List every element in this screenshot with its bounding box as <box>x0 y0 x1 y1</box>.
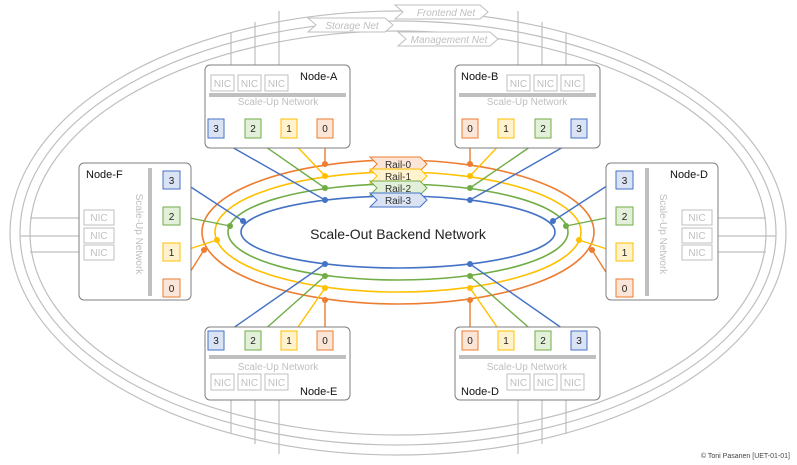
nic-label: NIC <box>564 79 581 90</box>
node-a: Node-A NIC NIC NIC Scale-Up Network 3 2 … <box>204 64 351 149</box>
scale-up-bar <box>148 168 152 296</box>
port-label: 1 <box>503 336 509 347</box>
port-label: 2 <box>250 124 256 135</box>
nic-label: NIC <box>510 79 527 90</box>
scale-up-bar <box>459 355 596 359</box>
center-label: Scale-Out Backend Network <box>310 226 487 242</box>
svg-text:Rail-3: Rail-3 <box>385 196 412 207</box>
nic-label: NIC <box>90 248 107 259</box>
node-a-ports: 3 2 1 0 <box>207 118 334 139</box>
nic-label: NIC <box>90 231 107 242</box>
scale-up-label: Scale-Up Network <box>487 97 569 108</box>
node-b: Node-B NIC NIC NIC Scale-Up Network 0 1 … <box>454 64 601 149</box>
port-label: 2 <box>622 212 628 223</box>
port-label: 0 <box>322 124 328 135</box>
port-label: 2 <box>250 336 256 347</box>
node-a-title: Node-A <box>300 71 338 83</box>
node-d-right-title: Node-D <box>670 169 708 181</box>
mgmt-label-frontend: Frontend Net <box>393 4 489 20</box>
node-d-right-nics: NIC NIC NIC <box>681 209 713 261</box>
copyright-text: © Toni Pasanen [UET-01-01] <box>701 452 790 460</box>
port-label: 2 <box>540 336 546 347</box>
storage-ring <box>19 20 777 446</box>
nic-label: NIC <box>537 79 554 90</box>
scale-up-label: Scale-Up Network <box>238 97 320 108</box>
nic-label: NIC <box>90 213 107 224</box>
port-label: 1 <box>286 336 292 347</box>
nic-label: NIC <box>564 378 581 389</box>
storage-net-label: Storage Net <box>325 21 380 32</box>
node-a-nics: NIC NIC NIC <box>210 74 289 92</box>
nic-label: NIC <box>214 79 231 90</box>
svg-text:Rail-0: Rail-0 <box>385 160 412 171</box>
nic-label: NIC <box>214 378 231 389</box>
node-f-title: Node-F <box>86 169 123 181</box>
scale-up-bar <box>459 93 596 97</box>
node-d-bottom: 0 1 2 3 Scale-Up Network NIC NIC NIC Nod… <box>454 326 601 401</box>
port-label: 1 <box>169 248 175 259</box>
node-e-ports: 3 2 1 0 <box>207 330 334 351</box>
node-d-right-ports: 3 2 1 0 <box>615 170 634 298</box>
node-f: Node-F NIC NIC NIC Scale-Up Network 3 2 … <box>78 162 192 301</box>
port-label: 3 <box>622 176 628 187</box>
port-label: 0 <box>622 284 628 295</box>
port-label: 0 <box>322 336 328 347</box>
node-e-title: Node-E <box>300 386 337 398</box>
rail-label-3: Rail-3 <box>368 192 428 208</box>
node-d-bottom-title: Node-D <box>461 386 499 398</box>
node-e: 3 2 1 0 Scale-Up Network NIC NIC NIC Nod… <box>204 326 351 401</box>
scale-up-bar <box>645 168 649 296</box>
port-label: 3 <box>576 124 582 135</box>
port-label: 3 <box>213 336 219 347</box>
port-label: 0 <box>169 284 175 295</box>
rail-labels: Rail-0 Rail-1 Rail-2 Rail-3 <box>368 156 428 208</box>
management-net-label: Management Net <box>411 35 489 46</box>
junction-dots <box>201 161 595 303</box>
port-label: 1 <box>286 124 292 135</box>
scale-up-bar <box>209 93 346 97</box>
nic-label: NIC <box>241 79 258 90</box>
nic-label: NIC <box>510 378 527 389</box>
nic-label: NIC <box>688 231 705 242</box>
nic-label: NIC <box>268 79 285 90</box>
nic-label: NIC <box>241 378 258 389</box>
mgmt-label-management: Management Net <box>396 31 499 47</box>
frontend-ring <box>9 10 787 456</box>
port-label: 3 <box>576 336 582 347</box>
node-e-nics: NIC NIC NIC <box>210 373 289 391</box>
node-f-ports: 3 2 1 0 <box>162 170 181 298</box>
management-ring <box>29 30 767 436</box>
management-rings <box>9 10 787 456</box>
mgmt-label-storage: Storage Net <box>306 17 394 33</box>
nic-label: NIC <box>688 248 705 259</box>
port-label: 2 <box>169 212 175 223</box>
node-d-bottom-nics: NIC NIC NIC <box>506 373 585 391</box>
scale-up-label: Scale-Up Network <box>238 362 320 373</box>
scale-up-label: Scale-Up Network <box>133 194 144 276</box>
node-f-nics: NIC NIC NIC <box>83 209 115 261</box>
frontend-net-label: Frontend Net <box>417 8 477 19</box>
port-label: 0 <box>467 124 473 135</box>
port-label: 1 <box>503 124 509 135</box>
nic-label: NIC <box>268 378 285 389</box>
nic-label: NIC <box>537 378 554 389</box>
node-b-title: Node-B <box>461 71 498 83</box>
port-label: 2 <box>540 124 546 135</box>
nic-label: NIC <box>688 213 705 224</box>
node-d-right: Node-D 3 2 1 0 Scale-Up Network NIC NIC … <box>605 162 719 301</box>
node-d-bottom-ports: 0 1 2 3 <box>461 330 588 351</box>
port-label: 1 <box>622 248 628 259</box>
node-b-ports: 0 1 2 3 <box>461 118 588 139</box>
scale-up-label: Scale-Up Network <box>657 194 668 276</box>
svg-text:Rail-2: Rail-2 <box>385 184 412 195</box>
svg-text:Rail-1: Rail-1 <box>385 172 412 183</box>
port-label: 3 <box>169 176 175 187</box>
node-b-nics: NIC NIC NIC <box>506 74 585 92</box>
scale-up-bar <box>209 355 346 359</box>
scale-up-label: Scale-Up Network <box>487 362 569 373</box>
port-label: 0 <box>467 336 473 347</box>
port-label: 3 <box>213 124 219 135</box>
